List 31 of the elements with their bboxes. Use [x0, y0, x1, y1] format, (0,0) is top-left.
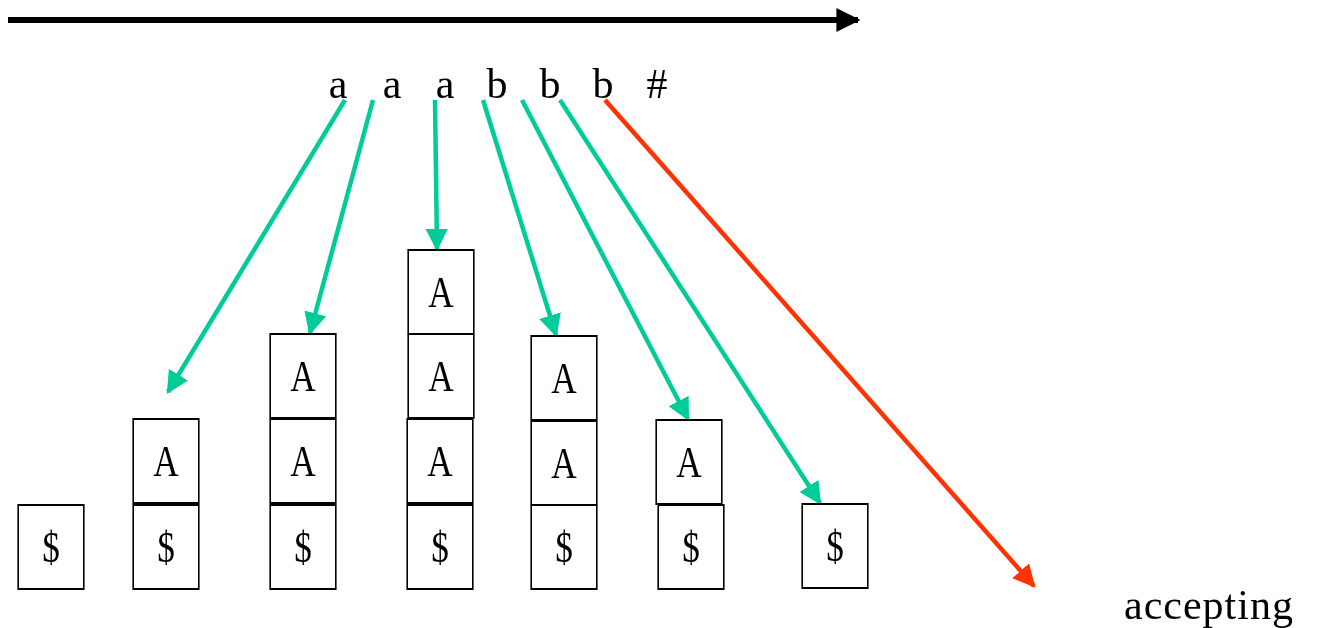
arrow — [558, 98, 822, 505]
stack-cell: A — [406, 418, 474, 504]
stack-cell: A — [132, 418, 200, 504]
input-symbol: a — [419, 66, 471, 102]
stack-cell: $ — [406, 504, 474, 590]
stack-cell: $ — [17, 504, 85, 590]
input-symbol: a — [366, 66, 418, 102]
stack-cell: A — [407, 333, 475, 419]
arrow — [166, 98, 347, 394]
stack-cell: $ — [657, 504, 725, 590]
stack-cell: $ — [269, 504, 337, 590]
stack-cell: A — [269, 333, 337, 419]
stack-cell: A — [530, 420, 598, 506]
arrow — [480, 99, 561, 338]
stack-cell: $ — [530, 504, 598, 590]
stack-cell: A — [530, 335, 598, 421]
arrow — [603, 98, 1036, 588]
arrow — [304, 99, 376, 336]
stack-cell: $ — [132, 504, 200, 590]
stack-cell: A — [407, 249, 475, 335]
stack-cell: $ — [801, 503, 869, 589]
input-symbol: # — [631, 66, 683, 102]
stack-cell: A — [269, 418, 337, 504]
arrow — [425, 99, 448, 252]
arrow — [520, 98, 690, 421]
input-symbol: b — [471, 66, 523, 102]
status-label: accepting — [1086, 582, 1332, 628]
input-symbol: a — [312, 66, 364, 102]
stack-cell: A — [655, 419, 723, 505]
input-symbol: b — [577, 66, 629, 102]
input-symbol: b — [524, 66, 576, 102]
